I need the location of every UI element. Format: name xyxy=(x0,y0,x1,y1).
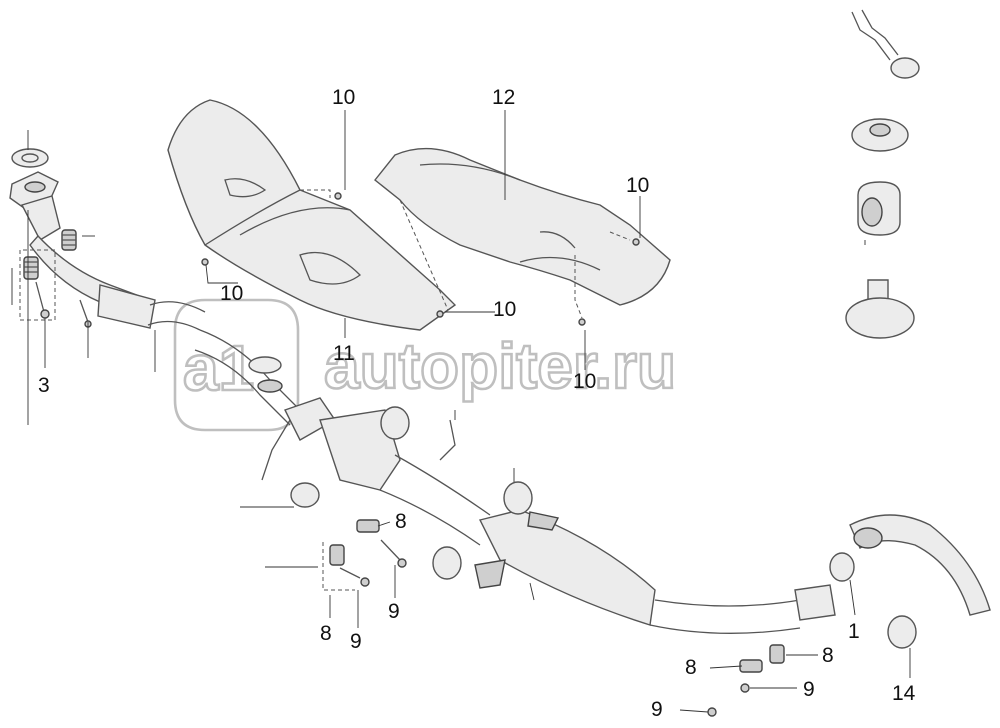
callout-9: 9 xyxy=(651,698,663,721)
watermark: a1 autopiter.ru xyxy=(173,298,677,432)
callout-8: 8 xyxy=(685,656,697,679)
callout-11: 11 xyxy=(333,342,355,365)
callout-8: 8 xyxy=(822,644,834,667)
callout-9: 9 xyxy=(388,600,400,623)
callout-10: 10 xyxy=(626,174,649,197)
callout-10: 10 xyxy=(493,298,516,321)
watermark-text: autopiter.ru xyxy=(324,330,676,402)
callout-12: 12 xyxy=(492,86,515,109)
watermark-logo-text: a1 xyxy=(183,332,254,404)
watermark-logo xyxy=(173,298,300,432)
callout-8: 8 xyxy=(320,622,332,645)
callout-9: 9 xyxy=(803,678,815,701)
callout-10: 10 xyxy=(573,370,596,393)
callout-3: 3 xyxy=(38,374,50,397)
callout-1: 1 xyxy=(848,620,860,643)
callout-8: 8 xyxy=(395,510,407,533)
heat-shield-12 xyxy=(374,147,671,326)
main-exhaust-pipe xyxy=(194,329,991,717)
leader-lines xyxy=(11,110,911,713)
callout-14: 14 xyxy=(892,682,916,705)
front-exhaust-pipe xyxy=(9,148,206,331)
callouts: 10 12 10 10 10 11 10 3 8 9 8 9 1 8 8 9 1… xyxy=(38,86,916,721)
callout-10: 10 xyxy=(220,282,243,305)
rubber-mounts xyxy=(845,9,920,339)
callout-9: 9 xyxy=(350,630,362,653)
heat-shield-11 xyxy=(167,99,457,331)
callout-10: 10 xyxy=(332,86,355,109)
